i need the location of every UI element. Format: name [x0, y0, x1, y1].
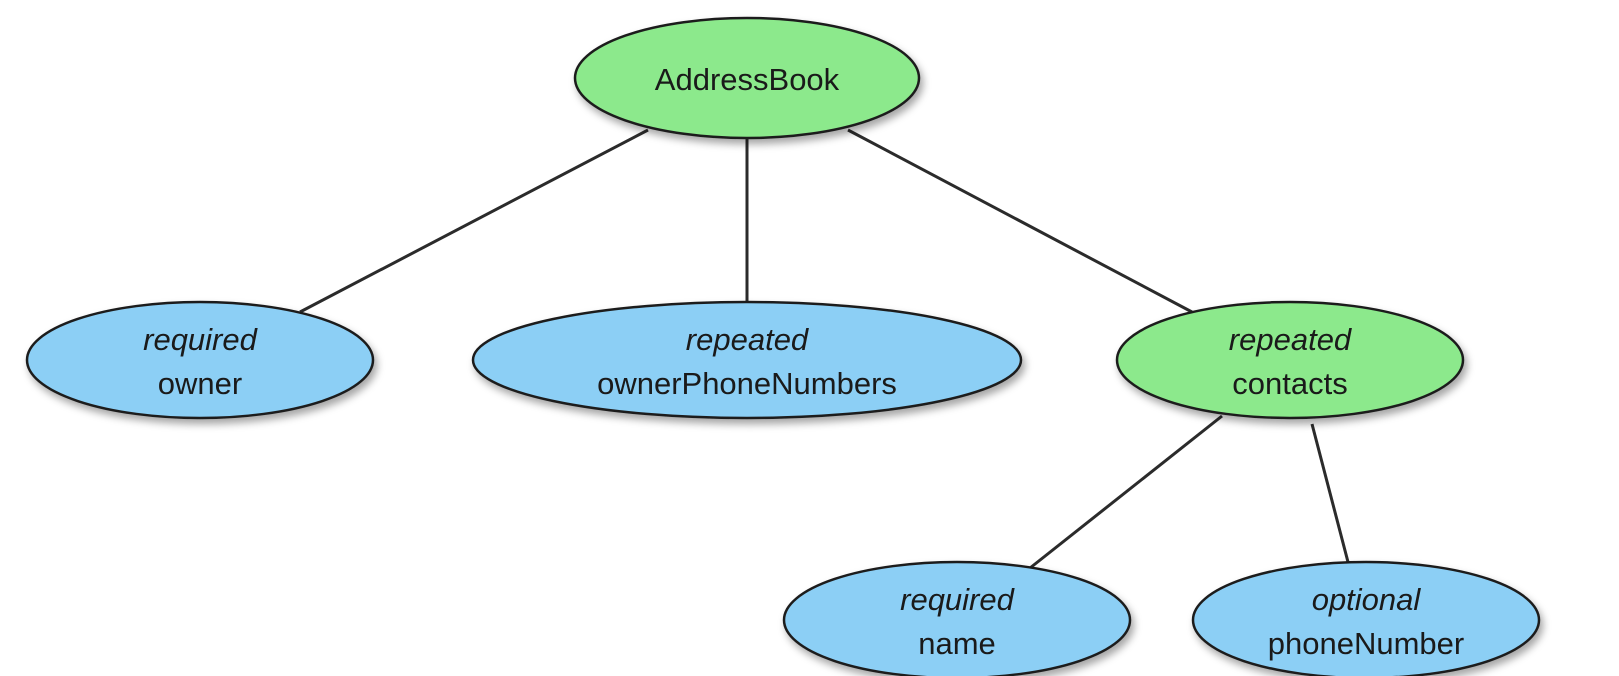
edge-contacts-name [1029, 414, 1223, 570]
node-name: required name [782, 560, 1132, 676]
node-ownerphonenumbers-label: ownerPhoneNumbers [597, 366, 897, 401]
node-ownerphonenumbers: repeated ownerPhoneNumbers [471, 300, 1023, 420]
node-contacts-label: contacts [1232, 366, 1347, 401]
node-name-label: name [918, 626, 996, 661]
node-addressbook: AddressBook [573, 16, 921, 140]
edge-contacts-phonenumber [1310, 423, 1350, 563]
node-owner-label: owner [158, 366, 242, 401]
node-phonenumber-modifier: optional [1312, 582, 1422, 617]
node-name-modifier: required [900, 582, 1015, 617]
edge-addressbook-owner [299, 128, 649, 314]
node-contacts-modifier: repeated [1229, 322, 1353, 357]
edges [299, 128, 1350, 570]
node-phonenumber: optional phoneNumber [1191, 560, 1541, 676]
node-contacts: repeated contacts [1115, 300, 1465, 420]
node-owner-modifier: required [143, 322, 258, 357]
edge-addressbook-contacts [847, 128, 1193, 314]
node-owner: required owner [25, 300, 375, 420]
node-addressbook-label: AddressBook [655, 62, 840, 97]
node-phonenumber-label: phoneNumber [1268, 626, 1464, 661]
node-ownerphonenumbers-modifier: repeated [686, 322, 810, 357]
